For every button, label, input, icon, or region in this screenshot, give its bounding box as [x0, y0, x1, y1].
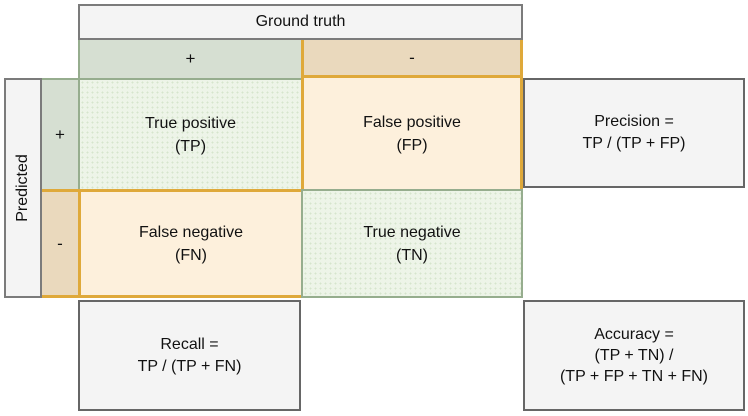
cell-true-positive: True positive (TP)	[78, 78, 301, 189]
row-header-negative: -	[42, 189, 78, 298]
fp-abbr: (FP)	[396, 136, 428, 154]
tp-label: True positive	[145, 114, 236, 132]
accuracy-line-1: Accuracy =	[594, 326, 674, 343]
cell-true-negative: True negative (TN)	[301, 189, 523, 298]
tp-abbr: (TP)	[174, 137, 207, 155]
fn-abbr: (FN)	[175, 246, 207, 264]
ground-truth-header: Ground truth	[78, 4, 523, 40]
fp-label: False positive	[363, 113, 461, 131]
recall-line-1: Recall =	[160, 335, 219, 353]
predicted-label: Predicted	[14, 154, 31, 222]
precision-line-2: TP / (TP + FP)	[582, 135, 686, 152]
row-header-positive: +	[42, 78, 78, 189]
ground-truth-label: Ground truth	[255, 13, 346, 30]
accuracy-line-2: (TP + TN) /	[594, 347, 674, 364]
accuracy-formula-box: Accuracy = (TP + TN) / (TP + FP + TN + F…	[523, 300, 745, 411]
cell-false-negative: False negative (FN)	[78, 189, 301, 298]
column-header-negative: -	[301, 40, 523, 78]
row-header-negative-label: -	[57, 233, 63, 253]
row-header-positive-label: +	[55, 124, 65, 144]
column-header-positive: +	[78, 40, 301, 78]
column-header-negative-label: -	[409, 47, 415, 67]
tn-abbr: (TN)	[396, 246, 428, 264]
predicted-header: Predicted	[4, 78, 42, 298]
precision-line-1: Precision =	[594, 113, 674, 130]
recall-formula-box: Recall = TP / (TP + FN)	[78, 300, 301, 411]
fn-label: False negative	[138, 223, 244, 241]
accuracy-line-3: (TP + FP + TN + FN)	[559, 368, 709, 385]
tn-label: True negative	[363, 223, 461, 241]
column-header-positive-label: +	[185, 49, 196, 68]
precision-formula-box: Precision = TP / (TP + FP)	[523, 78, 745, 188]
recall-line-2: TP / (TP + FN)	[137, 357, 242, 375]
cell-false-positive: False positive (FP)	[301, 78, 523, 189]
